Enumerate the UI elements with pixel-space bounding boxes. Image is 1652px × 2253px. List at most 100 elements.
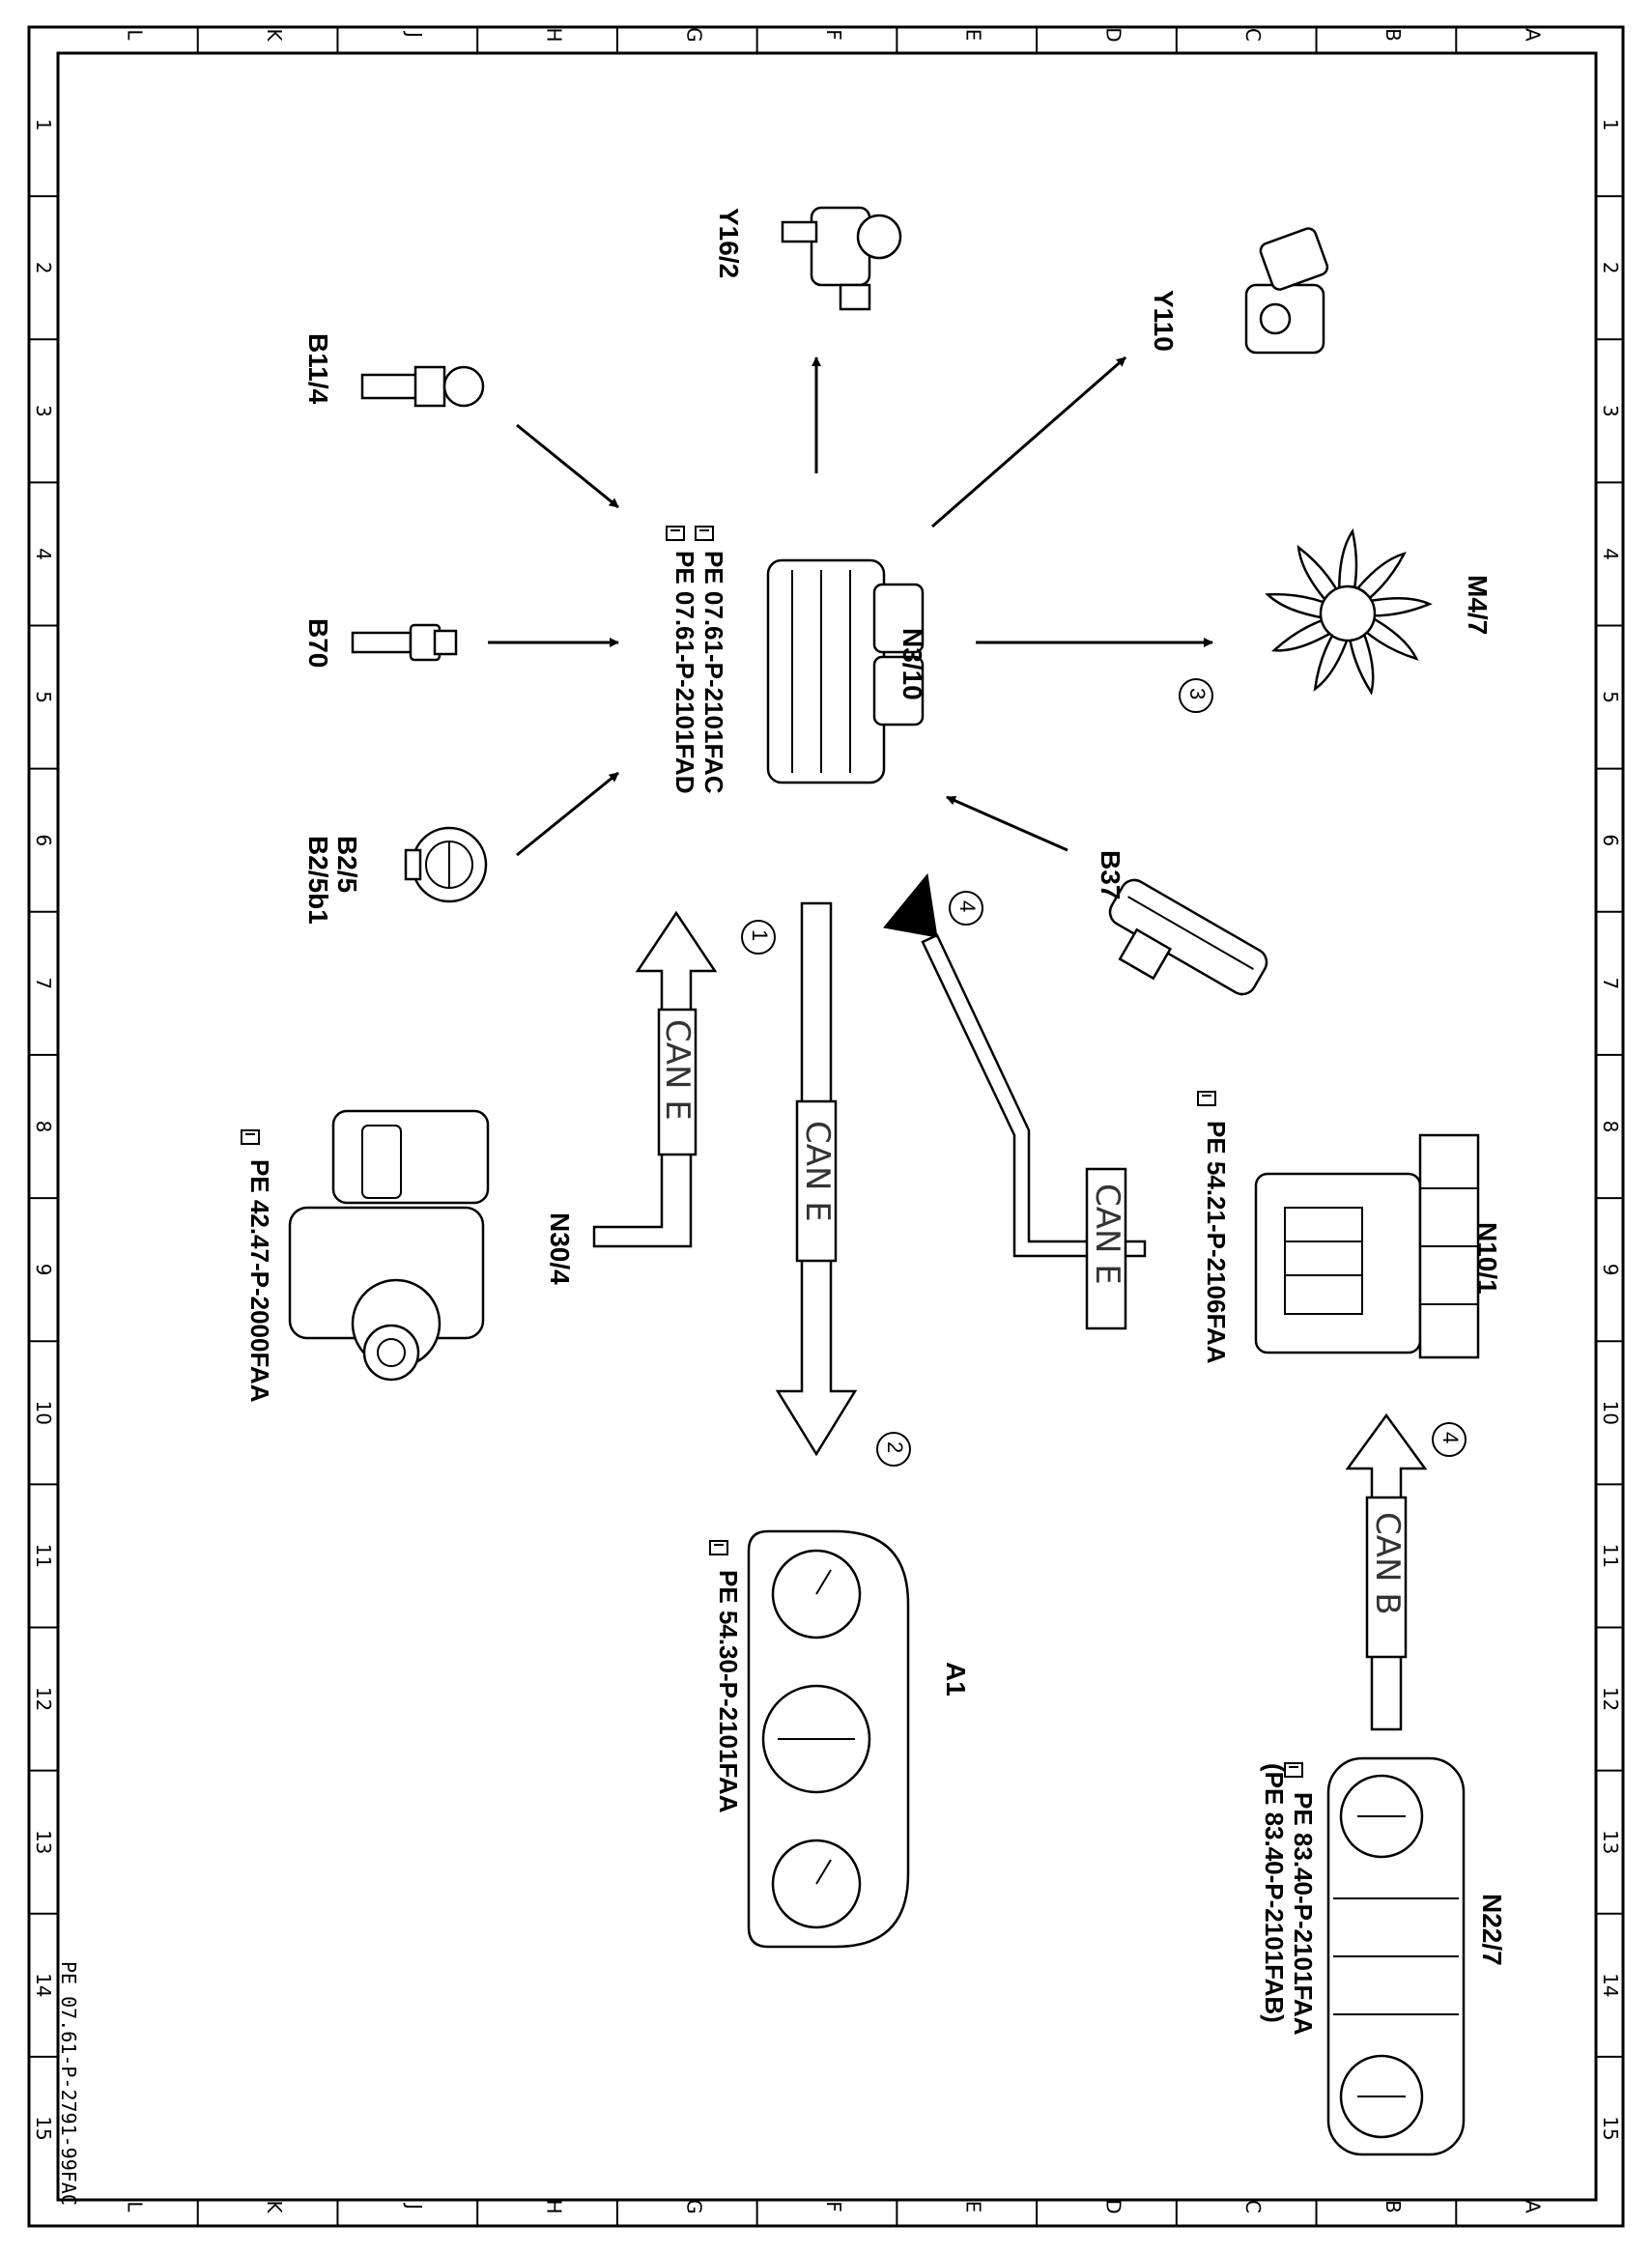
ref-n3-10-2: PE 07.61-P-2101FAD xyxy=(670,551,699,793)
grid-number-right: 8 xyxy=(1599,1121,1622,1133)
component-n22-7: N22/7 PE 83.40-P-2101FAA (PE 83.40-P-210… xyxy=(1260,1756,1507,2156)
label-y16-2: Y16/2 xyxy=(714,208,744,278)
grid-number-left: 10 xyxy=(32,1401,55,1425)
circle-number-3: 3 xyxy=(1185,688,1210,699)
grid-number-left: 13 xyxy=(32,1830,55,1854)
ref-a1: PE 54.30-P-2101FAA xyxy=(714,1570,743,1813)
arrow-from-b11-4 xyxy=(516,423,619,509)
label-m4-7: M4/7 xyxy=(1463,575,1493,635)
grid-number-left: 14 xyxy=(32,1973,55,1997)
grid-letter-bottom: A xyxy=(1522,2200,1545,2213)
component-y110: Y110 xyxy=(931,227,1329,528)
arrow-from-b37 xyxy=(946,795,1068,852)
bus-label-can-e-2: CAN E xyxy=(798,1121,837,1222)
grid-number-left: 15 xyxy=(32,2116,55,2140)
hand-pointer-icon xyxy=(666,526,685,541)
grid-number-right: 1 xyxy=(1599,119,1622,131)
grid-number-right: 12 xyxy=(1599,1687,1622,1711)
bus-label-can-b-4b: CAN B xyxy=(1368,1512,1407,1615)
grid-number-left: 9 xyxy=(32,1264,55,1276)
label-n22-7: N22/7 xyxy=(1477,1894,1507,1966)
grid-letter-top: K xyxy=(263,28,286,42)
label-b2-5b1: B2/5b1 xyxy=(303,836,333,925)
grid-number-left: 2 xyxy=(32,262,55,274)
grid-number-right: 7 xyxy=(1599,977,1622,989)
bus-can-e-1: CAN E 1 xyxy=(592,910,776,1248)
grid-number-right: 5 xyxy=(1599,691,1622,703)
grid-number-left: 3 xyxy=(32,405,55,417)
grid-letter-top: A xyxy=(1522,28,1545,42)
inner-frame xyxy=(56,51,1598,2202)
outer-frame xyxy=(27,25,1625,2228)
grid-number-left: 6 xyxy=(32,834,55,846)
bus-label-can-e-4a: CAN E xyxy=(1088,1184,1126,1285)
component-y16-2: Y16/2 xyxy=(714,206,902,473)
hand-pointer-icon xyxy=(1197,1091,1216,1106)
circle-number-1: 1 xyxy=(748,929,772,941)
grid-letter-top: J xyxy=(403,30,426,38)
component-n30-4: N30/4 PE 42.47-P-2000FAA xyxy=(241,1109,575,1403)
label-b37: B37 xyxy=(1096,850,1125,899)
grid-number-right: 10 xyxy=(1599,1401,1622,1425)
label-n10-1: N10/1 xyxy=(1472,1222,1502,1295)
grid-number-right: 2 xyxy=(1599,262,1622,274)
bus-can-e-2: CAN E 2 xyxy=(775,901,911,1467)
grid-number-left: 5 xyxy=(32,691,55,703)
component-n10-1: N10/1 PE 54.21-P-2106FAA xyxy=(1197,1091,1502,1364)
hand-pointer-icon xyxy=(241,1129,260,1145)
ecu-body-shape xyxy=(766,558,886,784)
ref-n22-7-1: PE 83.40-P-2101FAA xyxy=(1289,1792,1318,2036)
grid-letter-top: F xyxy=(822,29,845,41)
grid-letter-top: C xyxy=(1241,28,1265,42)
bus-can-e-4: CAN E 4 xyxy=(883,872,1147,1330)
bus-can-b-4: CAN B 4 xyxy=(1345,1412,1467,1731)
grid-letter-bottom: C xyxy=(1241,2200,1265,2213)
grid-number-right: 14 xyxy=(1599,1973,1622,1997)
circle-number-4b: 4 xyxy=(1438,1432,1463,1443)
grid-number-left: 7 xyxy=(32,977,55,989)
grid-letter-bottom: B xyxy=(1381,2200,1405,2213)
label-b11-4: B11/4 xyxy=(303,333,333,405)
grid-number-left: 12 xyxy=(32,1687,55,1711)
label-b2-5: B2/5 xyxy=(332,836,362,893)
label-n3-10: N3/10 xyxy=(897,628,927,700)
component-b11-4: B11/4 xyxy=(303,333,619,509)
grid-letter-bottom: G xyxy=(682,2199,705,2214)
hand-pointer-icon xyxy=(1284,1762,1303,1778)
fan-hub xyxy=(1319,585,1377,642)
ref-n30-4: PE 42.47-P-2000FAA xyxy=(245,1159,274,1403)
grid-number-right: 4 xyxy=(1599,548,1622,560)
grid-number-left: 1 xyxy=(32,119,55,131)
component-b2-5: B2/5 B2/5b1 xyxy=(303,771,619,925)
grid-letter-top: E xyxy=(962,29,985,42)
grid-letter-top: H xyxy=(543,27,566,42)
label-n30-4: N30/4 xyxy=(545,1212,575,1285)
label-b70: B70 xyxy=(303,618,333,668)
grid-letter-top: D xyxy=(1101,27,1125,42)
grid-letter-bottom: L xyxy=(123,2201,146,2212)
component-b70: B70 xyxy=(303,618,619,668)
grid-letter-top: G xyxy=(682,27,705,43)
ecu-n3-10: N3/10 PE 07.61-P-2101FAC PE 07.61-P-2101… xyxy=(666,526,927,794)
bus-label-can-e-1: CAN E xyxy=(658,1019,697,1121)
grid-letter-bottom: F xyxy=(822,2201,845,2212)
grid-number-right: 11 xyxy=(1599,1544,1622,1568)
label-a1: A1 xyxy=(941,1662,971,1697)
circle-number-4a: 4 xyxy=(955,900,980,912)
grid-number-right: 3 xyxy=(1599,405,1622,417)
ref-n3-10-1: PE 07.61-P-2101FAC xyxy=(699,551,728,794)
grid-letter-top: L xyxy=(123,29,146,41)
arrow-to-y110 xyxy=(931,356,1126,528)
component-a1: A1 PE 54.30-P-2101FAA xyxy=(709,1529,971,1949)
grid-letter-bottom: D xyxy=(1101,2199,1125,2213)
ref-n22-7-2: (PE 83.40-P-2101FAB) xyxy=(1260,1763,1289,2023)
grid-number-left: 8 xyxy=(32,1121,55,1133)
grid-number-right: 13 xyxy=(1599,1830,1622,1854)
grid-number-left: 11 xyxy=(32,1544,55,1568)
circle-number-2: 2 xyxy=(883,1441,907,1453)
grid-number-left: 4 xyxy=(32,548,55,560)
component-m4-7: M4/7 3 xyxy=(976,528,1493,713)
grid-letter-bottom: K xyxy=(263,2200,286,2213)
